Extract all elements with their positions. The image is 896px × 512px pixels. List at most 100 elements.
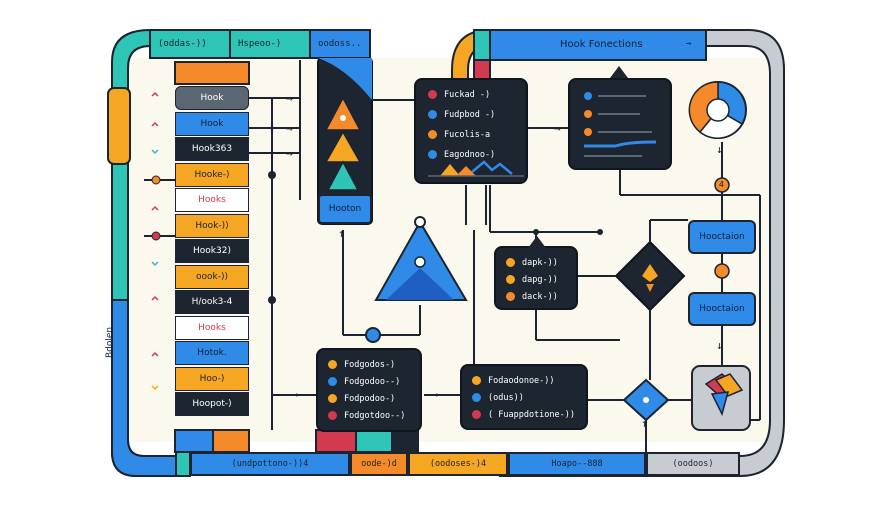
progress-card-pointer	[610, 66, 628, 78]
bottom-tab-2[interactable]: oode-)d	[350, 452, 408, 476]
function-card-mid[interactable]: dapk-))dapg-))dack-))	[494, 246, 578, 310]
top-tab-3-label[interactable]: oodoss..	[318, 39, 362, 49]
arrow-up-icon: ↑	[338, 227, 345, 240]
hook-stack-item-label: Hooke-)	[194, 169, 230, 180]
card-line-text: Fodgodos-)	[344, 360, 396, 370]
hook-stack-item[interactable]: Hook363	[175, 137, 249, 161]
status-dot-icon	[472, 376, 481, 385]
arrow-right-icon: →	[286, 147, 293, 160]
hook-stack-item-label: oook-))	[195, 271, 228, 282]
arrow-right-icon: →	[286, 122, 293, 135]
hook-stack-item-label: Hook	[200, 93, 224, 103]
top-tab-1-label[interactable]: (oddas-))	[158, 39, 207, 49]
hook-stack-item-label: Hoopot-)	[192, 399, 232, 409]
function-card-bottom-right[interactable]: Fodaodonoe-))(odus))( Fuappdotione-))	[460, 364, 588, 430]
status-dot-icon	[328, 377, 337, 386]
arrow-right-icon: →	[432, 388, 439, 401]
card-line-text: dack-))	[522, 292, 558, 302]
bottom-tab-1[interactable]: (undpottono-))4	[190, 452, 350, 476]
bottom-tab-5-label: (oodoos)	[672, 459, 714, 469]
stack-base-orange	[212, 429, 250, 453]
hook-stack-item[interactable]: Hooks	[175, 315, 249, 340]
arrow-right-icon: →	[554, 122, 561, 135]
arrow-right-icon: →	[286, 92, 293, 105]
hook-stack-item[interactable]: Hook	[175, 111, 249, 136]
mid-base-navy	[391, 429, 419, 453]
pie-slice-orange	[688, 81, 719, 134]
header-bar-bg	[489, 29, 707, 61]
hooctaion-box-1[interactable]: Hooctaion	[688, 220, 756, 254]
header-arrow: →	[686, 39, 692, 49]
funnel-tri-1	[324, 96, 362, 131]
hook-stack-item[interactable]: H/ook3-4	[175, 290, 249, 314]
hook-stack-item[interactable]: Hotok.	[175, 341, 249, 365]
card-line-text: Fucolis-a	[444, 130, 491, 140]
status-dot-icon	[472, 410, 481, 419]
card-line-text: Fodgodoo--)	[344, 377, 401, 387]
progress-card[interactable]	[568, 78, 672, 170]
function-card-bottom-left[interactable]: Fodgodos-)Fodgodoo--)Fodpodoo-)Fodgotdoo…	[316, 348, 422, 432]
hook-stack-item-label: Hook-))	[195, 220, 229, 231]
hook-stack-item-label: Hooks	[198, 322, 226, 333]
step-badge-2	[714, 263, 730, 279]
top-tab-3-bg	[309, 29, 371, 59]
hook-stack-item[interactable]: Hooke-)	[175, 162, 249, 187]
bottom-teal-stub	[175, 451, 191, 477]
hook-stack-item-label: Hook32)	[193, 246, 231, 256]
bottom-tab-3[interactable]: (oodoses-)4	[408, 452, 508, 476]
card-line-text: ( Fuappdotione-))	[488, 410, 575, 420]
arrow-down-icon: ↓	[716, 143, 723, 156]
hook-stack-item[interactable]: Hook-))	[175, 213, 249, 238]
mid-base-red	[315, 429, 357, 453]
connectors	[144, 60, 761, 452]
hook-stack-item-label: Hook	[200, 118, 224, 129]
mountain-sun	[414, 256, 426, 268]
status-dot-icon	[428, 150, 437, 159]
margin-marks	[151, 91, 159, 391]
card-line-text: dapg-))	[522, 275, 558, 285]
hook-stack-item[interactable]: Hoopot-)	[175, 392, 249, 416]
funnel-blue-corner	[318, 58, 372, 100]
bottom-tab-4[interactable]: Hoapo--888	[508, 452, 646, 476]
junction-node-2	[597, 229, 603, 235]
hook-stack-item[interactable]: Hooks	[175, 188, 249, 212]
pie-slice-white	[698, 109, 744, 139]
hook-stack-item[interactable]: oook-))	[175, 264, 249, 289]
margin-node-2	[151, 231, 161, 241]
status-dot-icon	[506, 275, 515, 284]
waveform-graphic	[428, 160, 524, 177]
header-title: Hook Fonections	[560, 39, 643, 50]
step-badge-label: 4	[719, 180, 724, 189]
top-tab-2-label[interactable]: Hspeoo-)	[238, 39, 282, 49]
hook-stack-item[interactable]: Hoo-)	[175, 366, 249, 391]
mountain-base-node	[365, 327, 381, 343]
progress-card-graphics	[584, 92, 657, 157]
stack-link-node-2	[268, 171, 276, 179]
hooctaion-box-1-label: Hooctaion	[699, 232, 745, 242]
hooctaion-box-2[interactable]: Hooctaion	[688, 292, 756, 326]
bottom-tab-5[interactable]: (oodoos)	[646, 452, 740, 476]
status-dot-icon	[428, 130, 437, 139]
diamond-star	[642, 264, 658, 282]
hook-stack-item[interactable]: Hook	[175, 86, 249, 110]
card-line-text: Eagodnoo-)	[444, 150, 496, 160]
mid-base-teal	[355, 429, 393, 453]
arrow-right-icon: →	[292, 388, 299, 401]
card-line-text: Fuckad -)	[444, 90, 491, 100]
funnel-label-box[interactable]: Hooton	[318, 194, 372, 224]
status-dot-icon	[328, 360, 337, 369]
hook-stack-item-label: Hotok.	[197, 348, 227, 358]
funnel-tri-3	[326, 160, 360, 191]
status-dot-icon	[328, 394, 337, 403]
card-line-text: Fudpbod -)	[444, 110, 496, 120]
status-dot-icon	[506, 258, 515, 267]
card-line-text: Fodgotdoo--)	[344, 411, 406, 421]
bottom-tab-2-label: oode-)d	[361, 459, 397, 469]
left-orange-accent	[107, 87, 131, 165]
margin-node-1	[151, 175, 161, 185]
hook-stack-item[interactable]: Hook32)	[175, 239, 249, 263]
mountain-shade	[386, 268, 454, 300]
